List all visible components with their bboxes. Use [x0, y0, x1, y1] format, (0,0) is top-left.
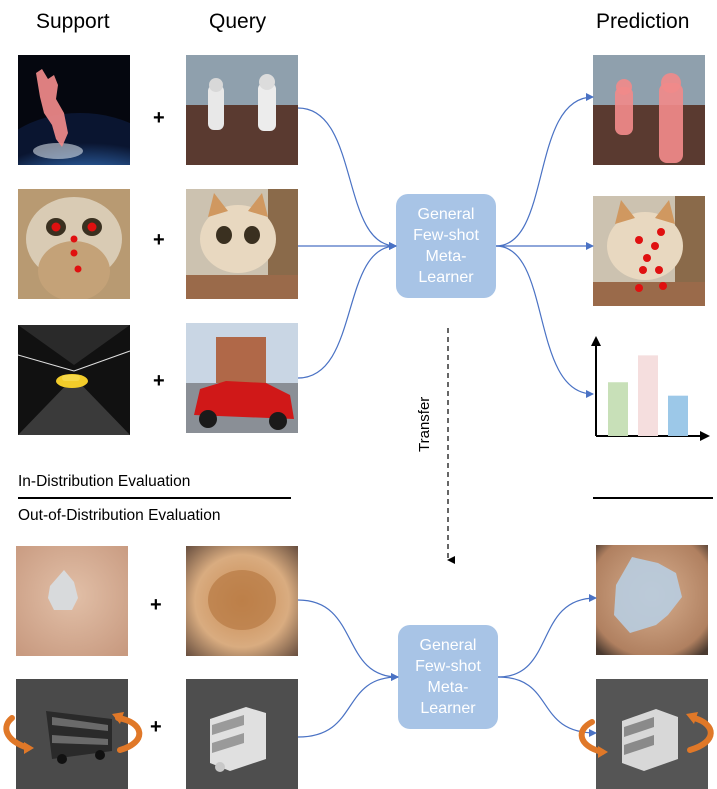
plus-sign: + [150, 594, 162, 616]
query-image-skin-lesion [186, 546, 298, 656]
rotate-arrowhead [112, 712, 124, 724]
query-header: Query [209, 10, 267, 33]
meta-learner-box-bottom: General Few-shot Meta- Learner [398, 625, 498, 729]
prediction-image-cat [593, 196, 705, 306]
y-axis-arrowhead [591, 336, 601, 346]
rotate-arrowhead [686, 712, 698, 724]
support-image-car-tunnel [18, 325, 130, 435]
prediction-bar-chart [591, 336, 710, 441]
learner-line: Few-shot [415, 658, 481, 675]
plus-sign: + [153, 370, 165, 392]
learner-line: Few-shot [413, 227, 479, 244]
rotate-arrowhead [24, 742, 34, 754]
arrow-query1-to-learner [297, 107, 397, 250]
plus-sign: + [153, 107, 165, 129]
arrow-query3-to-learner [297, 242, 397, 379]
x-axis-arrowhead [700, 431, 710, 441]
query-image-astronauts [186, 55, 298, 165]
support-image-astronaut [18, 55, 130, 165]
support-image-bus [16, 679, 128, 789]
rotate-arrow-right-icon [115, 715, 143, 753]
query-image-red-car [186, 323, 298, 433]
bar-1 [608, 382, 628, 436]
in-distribution-label: In-Distribution Evaluation [18, 473, 191, 490]
meta-learner-box-top: General Few-shot Meta- Learner [396, 194, 496, 298]
learner-line: Learner [418, 269, 474, 286]
query-image-cat [186, 189, 298, 299]
arrow-learner-to-pred1 [495, 93, 594, 247]
learner-line: General [419, 637, 477, 654]
rotate-arrow-right-icon [687, 715, 714, 753]
support-header: Support [36, 10, 110, 33]
query-image-bus [186, 679, 298, 789]
arrow-query-bus-to-learner [297, 673, 399, 738]
prediction-image-bus [596, 679, 708, 789]
support-image-skin-lesion [16, 546, 128, 656]
section-divider-right [593, 497, 713, 499]
plus-sign: + [153, 229, 165, 251]
bar-2 [638, 355, 658, 436]
plus-sign: + [150, 716, 162, 738]
section-divider-left [18, 497, 291, 499]
support-image-cat [18, 189, 130, 299]
bar-3 [668, 395, 688, 436]
arrow-learner-to-pred-skin [497, 594, 597, 678]
rotate-arrow-left-icon [3, 715, 31, 751]
learner-line: Meta- [425, 248, 467, 265]
rotate-arrow-left-icon [578, 719, 605, 755]
out-of-distribution-label: Out-of-Distribution Evaluation [18, 507, 221, 524]
prediction-image-astronauts [593, 55, 705, 165]
prediction-image-skin-lesion [596, 545, 708, 655]
prediction-header: Prediction [596, 10, 690, 33]
arrow-learner-to-pred-bus [497, 676, 597, 737]
arrow-query-skin-to-learner [297, 599, 399, 681]
learner-line: Meta- [427, 679, 469, 696]
arrow-learner-to-pred3 [495, 245, 594, 398]
learner-line: General [417, 206, 475, 223]
learner-line: Learner [420, 700, 476, 717]
rotate-arrowhead [598, 746, 608, 758]
